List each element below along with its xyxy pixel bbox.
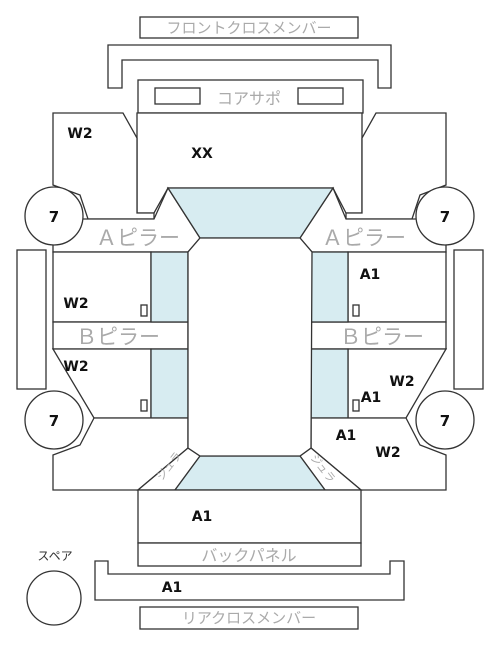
left-side-sill[interactable]: [16, 249, 47, 390]
right-side-sill[interactable]: [453, 249, 484, 390]
front-bumper[interactable]: [107, 44, 392, 89]
front-cross-member-panel[interactable]: [139, 16, 359, 39]
a-pillar-left-label: Ａピラー: [96, 226, 180, 250]
rear-right-wheel-number: 7: [440, 412, 450, 430]
front-cross-member-label: フロントクロスメンバー: [166, 19, 331, 37]
rear-left-door-handle: [140, 399, 148, 412]
rear-right-door-code-w: W2: [389, 374, 414, 390]
rear-bumper-code: A1: [162, 580, 183, 596]
front-left-door-handle: [140, 304, 148, 317]
front-left-door-code: W2: [63, 296, 88, 312]
core-support-label: コアサポ: [217, 89, 281, 108]
rear-left-window[interactable]: [150, 348, 189, 419]
rear-left-door-code: W2: [63, 359, 88, 375]
front-right-wheel-number: 7: [440, 208, 450, 226]
front-right-window[interactable]: [310, 251, 349, 323]
b-pillar-left[interactable]: [52, 321, 189, 350]
rear-window[interactable]: [173, 455, 327, 491]
front-right-wheel[interactable]: [415, 186, 475, 246]
rear-right-quarter-code-w: W2: [375, 445, 400, 461]
rear-left-wheel-number: 7: [49, 412, 59, 430]
b-pillar-right[interactable]: [310, 321, 447, 350]
front-right-door-handle: [352, 304, 360, 317]
front-left-wheel-number: 7: [49, 208, 59, 226]
front-right-door[interactable]: [347, 251, 447, 323]
rear-right-wheel[interactable]: [415, 390, 475, 450]
roof-panel[interactable]: [187, 237, 313, 457]
core-support-right-slot: [297, 87, 344, 105]
front-left-window[interactable]: [150, 251, 189, 323]
front-left-fender-code: W2: [67, 126, 92, 142]
trunk-lid[interactable]: [137, 489, 362, 544]
front-right-door-code: A1: [360, 267, 381, 283]
core-support-left-slot: [154, 87, 201, 105]
rear-bumper[interactable]: [94, 560, 405, 601]
rear-cross-member-panel[interactable]: [139, 606, 359, 630]
trunk-code: A1: [192, 509, 213, 525]
hood-code: XX: [191, 146, 213, 162]
spare-label: スペア: [37, 549, 72, 563]
back-panel[interactable]: [137, 542, 362, 567]
b-pillar-right-label: Ｂピラー: [340, 325, 424, 349]
a-pillar-right-label: Ａピラー: [322, 226, 406, 250]
front-left-door[interactable]: [52, 251, 152, 323]
spare-tire[interactable]: [26, 570, 82, 626]
rear-right-door-code-a: A1: [361, 390, 382, 406]
b-pillar-left-label: Ｂピラー: [76, 325, 160, 349]
rear-cross-member-label: リアクロスメンバー: [182, 609, 316, 627]
back-panel-label: バックパネル: [201, 546, 296, 565]
rear-right-window[interactable]: [310, 348, 349, 419]
rear-left-wheel[interactable]: [24, 390, 84, 450]
rear-right-quarter-code-a: A1: [336, 428, 357, 444]
front-left-wheel[interactable]: [24, 186, 84, 246]
rear-right-door-handle: [352, 399, 360, 412]
